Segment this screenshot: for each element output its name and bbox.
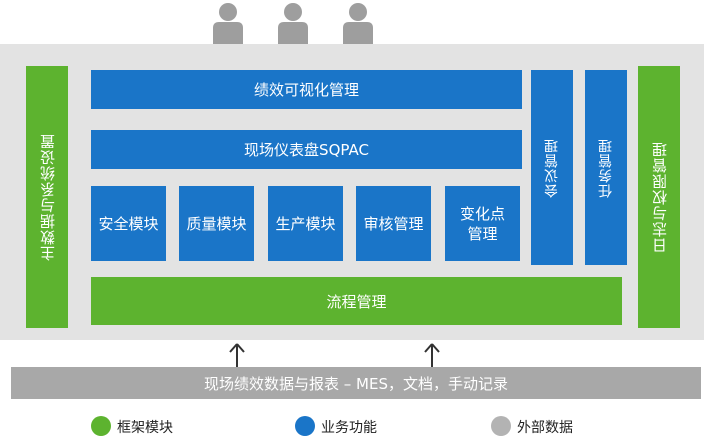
process-management-bar: 流程管理 (91, 277, 622, 325)
change-point-module: 变化点 管理 (445, 186, 520, 261)
change-point-line1: 变化点 (459, 204, 505, 223)
master-data-settings-bar: 主数据与系统设置 (26, 66, 68, 328)
safety-module: 安全模块 (91, 186, 166, 261)
audit-module: 审核管理 (356, 186, 431, 261)
task-management-label: 任务管理 (598, 137, 614, 198)
dashboard-bar: 现场仪表盘SQPAC (91, 130, 522, 169)
quality-module: 质量模块 (179, 186, 254, 261)
up-arrow-icon (424, 343, 440, 368)
person-icon (213, 3, 243, 46)
performance-visual-bar: 绩效可视化管理 (91, 70, 522, 109)
legend-external-label: 外部数据 (517, 420, 573, 436)
master-data-settings-label: 主数据与系统设置 (38, 133, 57, 261)
up-arrow-icon (229, 343, 245, 368)
external-data-bar: 现场绩效数据与报表 – MES，文档，手动记录 (11, 367, 701, 399)
person-icon (278, 3, 308, 46)
task-management-bar: 任务管理 (585, 70, 627, 265)
legend-framework-swatch (91, 416, 111, 436)
log-permission-bar: 日志与权限管理 (638, 66, 680, 328)
log-permission-label: 日志与权限管理 (650, 141, 669, 253)
production-module: 生产模块 (268, 186, 343, 261)
meeting-management-bar: 会议管理 (531, 70, 573, 265)
legend-framework-label: 框架模块 (117, 420, 173, 436)
legend-business-label: 业务功能 (321, 420, 377, 436)
legend-external-swatch (491, 416, 511, 436)
legend-business-swatch (295, 416, 315, 436)
meeting-management-label: 会议管理 (544, 137, 560, 198)
change-point-line2: 管理 (467, 224, 498, 243)
person-icon (343, 3, 373, 46)
